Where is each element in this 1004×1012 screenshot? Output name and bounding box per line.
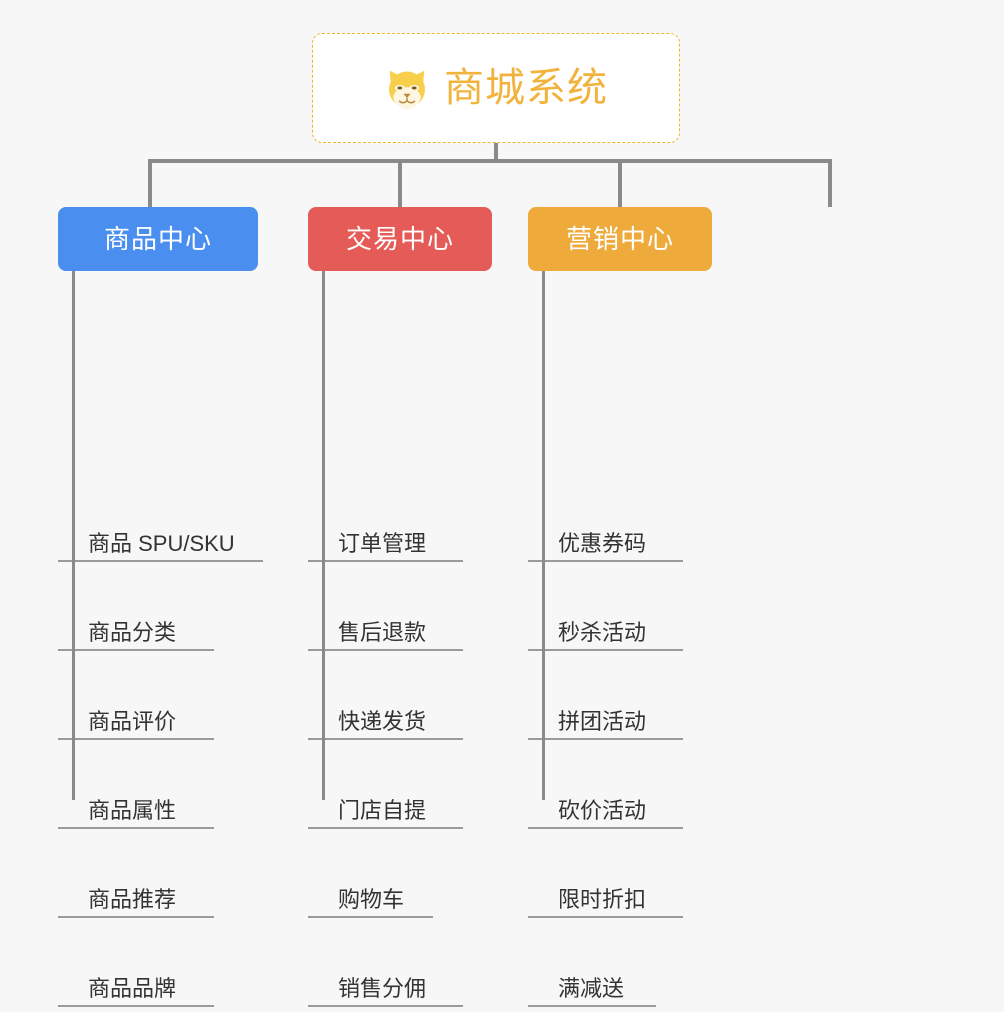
branch-item-label: 商品评价 xyxy=(88,709,177,734)
branch-item-label: 商品品牌 xyxy=(88,976,177,1001)
branch-item-underline xyxy=(308,738,463,740)
branch-item-label: 商品分类 xyxy=(88,620,177,645)
branch-item-label: 优惠券码 xyxy=(558,531,647,556)
branch-item-underline xyxy=(308,1005,463,1007)
branch-item-underline xyxy=(528,1005,656,1007)
branch-header-3[interactable]: 营销中心 xyxy=(528,207,712,271)
branch-item-underline xyxy=(528,560,683,562)
branch-column: 交易中心订单管理售后退款快递发货门店自提购物车销售分佣 xyxy=(308,207,492,1007)
branch-item-underline xyxy=(308,649,463,651)
branch-header-label: 营销中心 xyxy=(565,224,674,254)
branch-item-underline xyxy=(308,916,433,918)
branch-item-label: 商品 SPU/SKU xyxy=(88,531,235,556)
branch-spine xyxy=(542,271,545,800)
connector-drop-4 xyxy=(828,159,832,207)
root-node[interactable]: 商城系统 xyxy=(312,33,680,143)
branch-item-label: 门店自提 xyxy=(338,798,427,823)
branch-item-underline xyxy=(58,649,214,651)
connector-root-stem xyxy=(494,143,498,162)
branch-header-2[interactable]: 交易中心 xyxy=(308,207,492,271)
branch-item-label: 快递发货 xyxy=(338,709,427,734)
connector-drop-2 xyxy=(398,159,402,207)
branch-spine xyxy=(72,271,75,800)
branch-item-label: 售后退款 xyxy=(338,620,427,645)
connector-drop-3 xyxy=(618,159,622,207)
branch-item-underline xyxy=(58,916,214,918)
branch-column: 营销中心优惠券码秒杀活动拼团活动砍价活动限时折扣满减送 xyxy=(528,207,712,1007)
branch-item-underline xyxy=(58,1005,214,1007)
branch-item-underline xyxy=(528,649,683,651)
branch-item-label: 秒杀活动 xyxy=(558,620,647,645)
connector-drop-1 xyxy=(148,159,152,207)
branch-item-label: 拼团活动 xyxy=(558,709,647,734)
branch-item-label: 订单管理 xyxy=(338,531,427,556)
branch-item-label: 销售分佣 xyxy=(338,976,427,1001)
branch-item-label: 商品属性 xyxy=(88,798,177,823)
branch-item-label: 限时折扣 xyxy=(558,887,647,912)
branch-item-underline xyxy=(308,827,463,829)
branch-item-label: 满减送 xyxy=(558,976,625,1001)
connector-horizontal-bus xyxy=(148,159,832,163)
branch-item-underline xyxy=(58,738,214,740)
branch-header-label: 商品中心 xyxy=(103,224,212,254)
branch-item-label: 商品推荐 xyxy=(88,887,177,912)
mindmap-canvas: 商城系统 商品中心商品 SPU/SKU 商品分类商品评价商品属性商品推荐商品品牌 交… xyxy=(58,33,832,1007)
branch-item-underline xyxy=(308,560,463,562)
branch-item-underline xyxy=(58,560,263,562)
shiba-dog-face-icon xyxy=(389,70,425,110)
branch-spine xyxy=(322,271,325,800)
branch-item-underline xyxy=(528,916,683,918)
root-title: 商城系统 xyxy=(444,66,608,110)
branch-header-label: 交易中心 xyxy=(345,224,454,254)
branch-header-1[interactable]: 商品中心 xyxy=(58,207,258,271)
branch-column: 商品中心商品 SPU/SKU 商品分类商品评价商品属性商品推荐商品品牌 xyxy=(58,207,263,1007)
branch-item-label: 砍价活动 xyxy=(558,798,647,823)
branch-item-underline xyxy=(58,827,214,829)
branch-item-underline xyxy=(528,827,683,829)
branch-item-label: 购物车 xyxy=(338,887,405,912)
branch-item-underline xyxy=(528,738,683,740)
